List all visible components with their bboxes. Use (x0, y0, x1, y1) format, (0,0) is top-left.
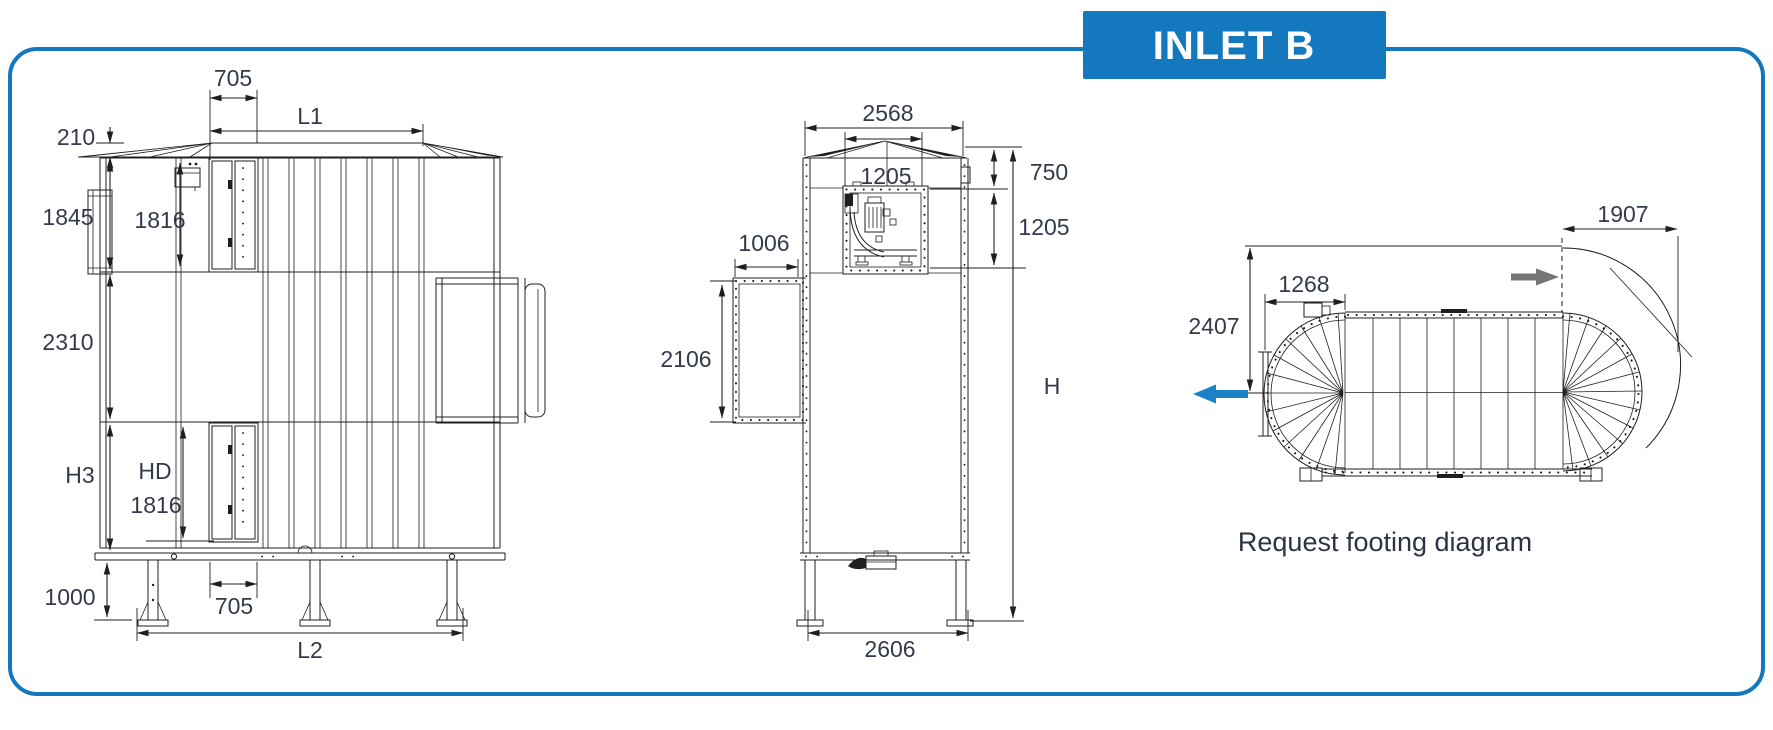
dim-label: 2568 (862, 100, 913, 126)
dim-upper-door-height: 1816 (134, 162, 186, 267)
dim-roof-length-L1: L1 (209, 103, 424, 146)
top-plan-view: 1268 2407 1907 Request footing diagram (1188, 201, 1693, 557)
side-lower-door (208, 422, 259, 543)
dim-label: 2606 (864, 636, 915, 662)
front-inlet-duct (732, 277, 806, 424)
dim-leg-height: 1000 (44, 562, 132, 621)
dim-label-hd: HD (138, 458, 171, 484)
dim-door-swing: 1907 (1562, 201, 1679, 352)
dim-base-length-L2: L2 (136, 608, 464, 663)
side-control-box (174, 162, 201, 191)
side-inlet-duct (435, 277, 546, 424)
dim-base-width: 2606 (807, 610, 969, 662)
side-body (99, 157, 501, 549)
dim-label: 2106 (660, 346, 711, 372)
dim-overall-height-H: H (970, 149, 1061, 622)
dim-label: 705 (214, 65, 252, 91)
dim-label: L2 (297, 637, 323, 663)
dim-top-opening-width: 705 (209, 65, 258, 160)
plan-left-end (1258, 312, 1346, 476)
dim-inlet-height: 2106 (660, 280, 736, 423)
left-flow-arrow-icon (1193, 384, 1248, 404)
dim-mid-section: 2310 (42, 274, 114, 420)
inlet-b-banner: INLET B (1083, 11, 1386, 79)
rotary-valve-drive (844, 193, 917, 266)
dim-label: 1000 (44, 584, 95, 610)
side-elevation-view: 705 L1 210 1845 1816 2310 H3 (42, 65, 546, 663)
right-flow-arrow-icon (1511, 268, 1559, 286)
side-upper-door (208, 157, 259, 273)
dim-label: 1845 (42, 204, 93, 230)
banner-background (1083, 11, 1386, 79)
dim-label: 1205 (860, 163, 911, 189)
dim-label: 750 (1030, 159, 1068, 185)
dim-overall-width: 2568 (804, 100, 964, 156)
plan-right-end (1562, 312, 1643, 472)
dim-lower-door-height-HD: HD 1816 (130, 426, 214, 542)
dim-roof-height: 210 (57, 124, 124, 173)
dim-label: 1205 (1018, 214, 1069, 240)
dim-label: 1816 (130, 492, 181, 518)
footing-caption: Request footing diagram (1238, 527, 1532, 557)
dim-hopper-section-H3: H3 (65, 424, 114, 551)
dim-inlet-width: 1006 (734, 230, 799, 277)
dim-overall-depth: 2407 (1188, 247, 1268, 394)
front-body (802, 158, 971, 553)
discharge-outlet (848, 550, 897, 570)
page-border (8, 47, 1765, 696)
dim-label: H3 (65, 462, 94, 488)
front-base-and-legs (796, 550, 974, 627)
front-elevation-view: 2568 1205 1006 2106 750 1205 (660, 100, 1069, 662)
dim-label: 1268 (1278, 271, 1329, 297)
front-access-panel (842, 181, 929, 275)
side-roof (77, 142, 504, 158)
dim-roof-to-panel: 750 (930, 146, 1068, 190)
dim-label: 2310 (42, 329, 93, 355)
plan-body (1303, 302, 1592, 478)
dim-label: H (1044, 373, 1061, 399)
dim-inlet-to-center: 1268 (1264, 271, 1346, 350)
dim-upper-section: 1845 (42, 159, 114, 270)
side-base-and-legs (94, 545, 506, 627)
front-roof (802, 140, 968, 186)
dim-panel-height: 1205 (930, 192, 1070, 269)
dim-panel-width: 1205 (844, 132, 923, 189)
dim-label: 1816 (134, 207, 185, 233)
banner-label: INLET B (1153, 24, 1316, 68)
dim-label: 1006 (738, 230, 789, 256)
dim-label: 705 (215, 593, 253, 619)
dim-label: L1 (297, 103, 323, 129)
dim-label: 1907 (1597, 201, 1648, 227)
dim-label: 210 (57, 124, 95, 150)
dim-bottom-opening-width: 705 (209, 562, 258, 619)
dim-label: 2407 (1188, 313, 1239, 339)
plan-feet (1299, 467, 1603, 482)
